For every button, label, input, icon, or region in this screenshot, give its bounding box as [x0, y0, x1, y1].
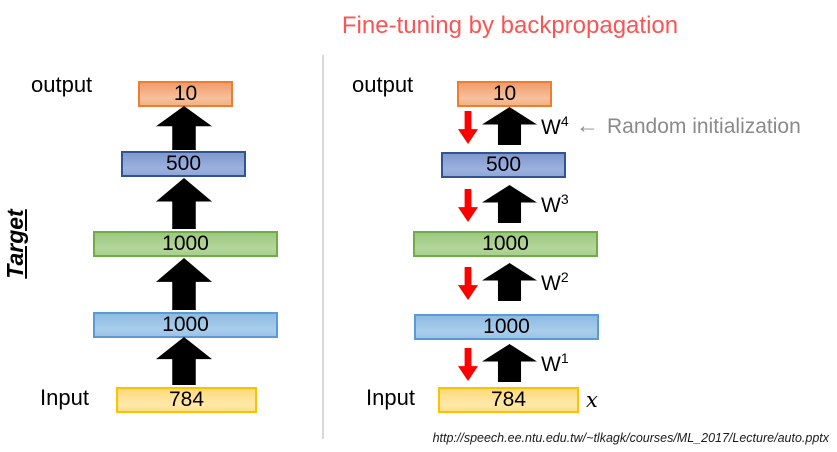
up-arrow-icon: [482, 263, 537, 301]
right-layer-1000b: 1000: [414, 314, 599, 340]
left-layer-input: 784: [116, 387, 257, 413]
up-arrow-icon: [156, 258, 212, 310]
weight-label-w4: W4: [541, 113, 569, 139]
up-arrow-icon: [482, 344, 537, 382]
left-layer-1000b: 1000: [93, 312, 278, 338]
random-initialization-annotation: ← Random initialization: [576, 112, 801, 139]
left-arrow-icon: ←: [576, 112, 599, 138]
left-layer-1000a: 1000: [93, 231, 278, 257]
backprop-down-arrow-icon: [458, 267, 478, 300]
right-layer-1000a: 1000: [413, 231, 598, 257]
x-input-symbol: x: [586, 388, 598, 412]
up-arrow-icon: [156, 178, 212, 229]
weight-label-w2: W2: [541, 269, 569, 295]
backprop-down-arrow-icon: [458, 189, 478, 222]
up-arrow-icon: [482, 107, 537, 145]
up-arrow-icon: [156, 106, 212, 150]
backprop-down-arrow-icon: [458, 111, 478, 144]
right-layer-500: 500: [441, 152, 566, 178]
left-layer-500: 500: [121, 151, 246, 177]
source-url: http://speech.ee.ntu.edu.tw/~tlkagk/cour…: [432, 431, 829, 445]
up-arrow-icon: [482, 185, 537, 223]
panel-divider: [322, 55, 324, 439]
left-input-label: Input: [40, 385, 89, 410]
backprop-down-arrow-icon: [458, 348, 478, 381]
right-layer-input: 784: [438, 387, 579, 413]
target-label: Target: [2, 209, 28, 279]
right-layer-output: 10: [457, 81, 552, 107]
slide-title: Fine-tuning by backpropagation: [341, 12, 679, 39]
left-layer-output: 10: [138, 81, 233, 107]
right-output-label: output: [352, 72, 414, 97]
right-input-label: Input: [366, 385, 415, 410]
weight-label-w1: W1: [541, 350, 569, 376]
annotation-text: Random initialization: [607, 115, 801, 138]
weight-label-w3: W3: [541, 191, 569, 217]
up-arrow-icon: [156, 337, 212, 385]
left-output-label: output: [31, 72, 93, 97]
